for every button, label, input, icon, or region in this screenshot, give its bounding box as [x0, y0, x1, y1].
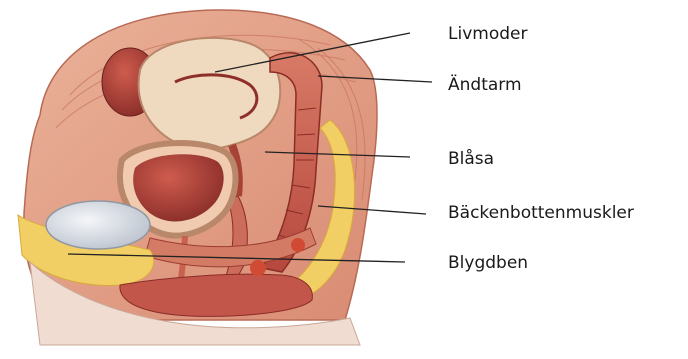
lower-tissue	[120, 274, 312, 316]
label-uterus: Livmoder	[448, 24, 527, 44]
gland-right	[291, 238, 305, 252]
uterus	[139, 38, 281, 150]
label-bladder: Blåsa	[448, 149, 494, 169]
label-pubic-bone: Blygdben	[448, 253, 528, 273]
pubic-bone	[46, 201, 150, 249]
label-pelvic-floor-muscles: Bäckenbottenmuskler	[448, 203, 634, 223]
label-rectum: Ändtarm	[448, 75, 522, 95]
gland-lower	[250, 260, 266, 276]
